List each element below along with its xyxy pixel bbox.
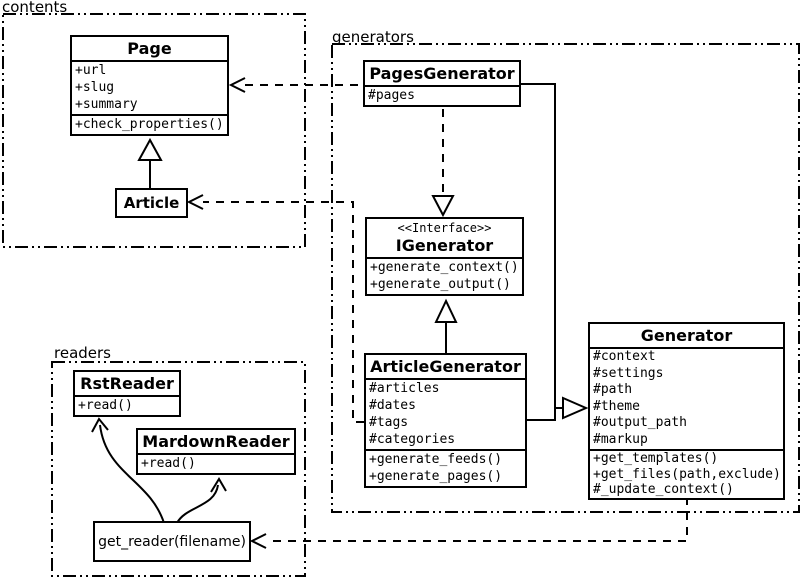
attribute-line: #categories xyxy=(369,432,456,447)
class-generator-attributes: #context #settings #path #theme #output_… xyxy=(590,349,783,449)
class-article-name: Article xyxy=(123,194,180,212)
getreader-to-mardownreader-arrow xyxy=(176,477,227,524)
class-page-attributes: +url +slug +summary xyxy=(72,62,227,114)
generators-package-label: generators xyxy=(332,28,414,46)
class-igenerator-header: <<Interface>> IGenerator xyxy=(367,219,522,259)
attribute-line: +slug xyxy=(75,80,115,95)
class-articlegenerator: ArticleGenerator #articles #dates #tags … xyxy=(364,353,527,488)
class-rstreader: RstReader +read() xyxy=(73,370,181,417)
attribute-line: #settings xyxy=(593,365,664,381)
class-igenerator-operations: +generate_context() +generate_output() xyxy=(367,259,522,294)
operation-line: +generate_context() xyxy=(370,260,519,275)
attribute-line: #output_path xyxy=(593,415,687,430)
operation-line: +generate_pages() xyxy=(369,469,503,484)
class-page: Page +url +slug +summary +check_properti… xyxy=(70,35,229,136)
generator-to-getreader-dependency xyxy=(249,497,688,549)
attribute-line: #tags xyxy=(369,415,409,430)
attribute-line: #markup xyxy=(593,431,648,447)
pagesgenerator-to-igenerator-realization xyxy=(431,109,455,218)
operation-line: +read() xyxy=(141,456,196,471)
class-rstreader-name: RstReader xyxy=(75,372,179,397)
operation-line: +get_templates() xyxy=(593,451,719,466)
operation-line: +read() xyxy=(78,398,133,413)
class-articlegenerator-operations: +generate_feeds() +generate_pages() xyxy=(366,449,525,486)
class-mardownreader-operations: +read() xyxy=(138,455,294,473)
class-mardownreader-name: MardownReader xyxy=(138,430,294,455)
attribute-line: #context xyxy=(593,349,656,364)
operation-line: +get_files(path,exclude) xyxy=(593,466,781,482)
getreader-to-rstreader-arrow xyxy=(91,417,165,524)
class-pagesgenerator: PagesGenerator #pages xyxy=(363,60,521,107)
class-articlegenerator-attributes: #articles #dates #tags #categories xyxy=(366,380,525,449)
attribute-line: #theme xyxy=(593,398,640,414)
class-mardownreader: MardownReader +read() xyxy=(136,428,296,475)
class-pagesgenerator-attributes: #pages xyxy=(365,87,519,105)
attribute-line: #path xyxy=(593,382,633,397)
attribute-line: #articles xyxy=(369,381,440,396)
operation-line: +check_properties() xyxy=(75,117,224,132)
class-pagesgenerator-name: PagesGenerator xyxy=(365,62,519,87)
operation-line: +generate_output() xyxy=(370,277,511,292)
operation-line: +generate_feeds() xyxy=(369,452,503,467)
class-article: Article xyxy=(115,188,188,218)
class-generator-operations: +get_templates() +get_files(path,exclude… xyxy=(590,449,783,498)
pagesgenerator-to-page-dependency xyxy=(228,77,363,93)
class-page-operations: +check_properties() xyxy=(72,114,227,134)
readers-package-border xyxy=(51,361,306,577)
get-reader-label: get_reader(filename) xyxy=(98,533,246,550)
class-articlegenerator-name: ArticleGenerator xyxy=(366,355,525,380)
contents-package-label: contents xyxy=(2,0,68,16)
attribute-line: #pages xyxy=(368,88,415,103)
get-reader-box: get_reader(filename) xyxy=(93,521,251,562)
class-igenerator-stereotype: <<Interface>> xyxy=(397,221,492,235)
class-page-name: Page xyxy=(72,37,227,62)
attribute-line: +url xyxy=(75,63,107,78)
class-rstreader-operations: +read() xyxy=(75,397,179,415)
class-igenerator-name: IGenerator xyxy=(395,236,494,255)
attribute-line: +summary xyxy=(75,97,138,112)
operation-line: #_update_context() xyxy=(593,482,734,497)
generators-to-generator-inheritance xyxy=(520,83,589,421)
articlegenerator-to-igenerator-inheritance xyxy=(434,298,458,356)
generators-package-border xyxy=(331,43,800,513)
attribute-line: #dates xyxy=(369,398,416,413)
readers-package-label: readers xyxy=(54,344,111,362)
class-generator: Generator #context #settings #path #them… xyxy=(588,322,785,500)
articlegenerator-to-article-dependency xyxy=(186,194,364,423)
class-igenerator: <<Interface>> IGenerator +generate_conte… xyxy=(365,217,524,296)
article-to-page-inheritance xyxy=(137,137,163,188)
class-generator-name: Generator xyxy=(590,324,783,349)
contents-package-border xyxy=(2,13,306,248)
